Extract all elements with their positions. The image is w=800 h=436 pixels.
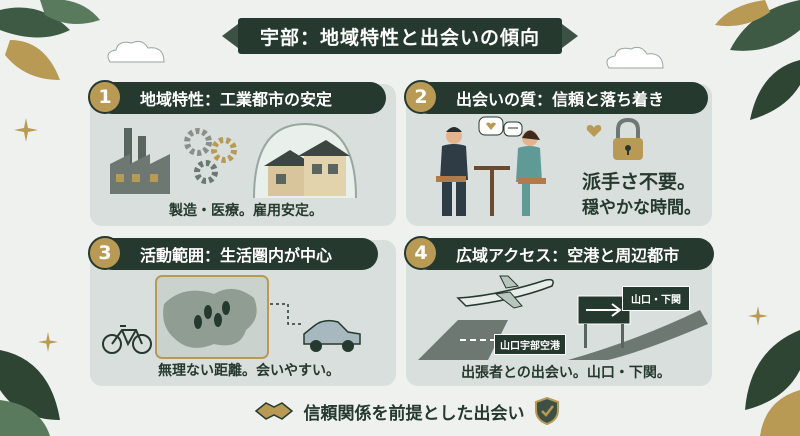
road-sign: 山口・下関 xyxy=(622,286,690,311)
card-1-caption: 製造・医療。雇用安定。 xyxy=(169,203,323,219)
heart-icon xyxy=(586,125,602,137)
car-icon xyxy=(270,303,361,352)
card-2-number: 2 xyxy=(404,80,438,114)
cloud-icon xyxy=(606,46,664,69)
card-1-title: 地域特性：工業都市の安定 xyxy=(140,90,333,109)
runway-icon xyxy=(418,310,708,360)
handshake-icon xyxy=(254,402,293,420)
card-2-header: 出会いの質：信頼と落ち着き xyxy=(412,82,708,114)
sparkle-icon xyxy=(748,306,768,326)
arrow-sign-icon xyxy=(577,295,631,348)
card-4-title: 広域アクセス：空港と周辺都市 xyxy=(456,246,680,265)
bicycle-icon xyxy=(102,325,152,354)
leaf-icon xyxy=(0,0,100,80)
card-4-header: 広域アクセス：空港と周辺都市 xyxy=(412,238,714,270)
page-title: 宇部：地域特性と出会いの傾向 xyxy=(238,18,562,54)
house-icon xyxy=(253,122,357,199)
card-2-text-line1: 派手さ不要。 xyxy=(582,171,697,193)
card-2-title: 出会いの質：信頼と落ち着き xyxy=(456,90,665,109)
airport-sign: 山口宇部空港 xyxy=(494,334,566,355)
leaf-icon xyxy=(745,330,800,436)
factory-icon xyxy=(110,128,170,194)
airplane-icon xyxy=(456,275,554,309)
chat-icon xyxy=(478,116,523,137)
leaf-icon xyxy=(0,350,60,436)
couple-icon xyxy=(436,127,546,216)
footer-text: 信頼関係を前提とした出会い xyxy=(303,403,525,424)
card-1-number: 1 xyxy=(88,80,122,114)
banner-tail-right xyxy=(562,24,578,48)
leaf-icon xyxy=(715,0,800,120)
card-1-header: 地域特性：工業都市の安定 xyxy=(96,82,386,114)
footprints-icon xyxy=(194,301,230,329)
card-2-text-line2: 穏やかな時間。 xyxy=(582,198,701,218)
cloud-icon xyxy=(107,40,165,63)
card-3-header: 活動範囲：生活圏内が中心 xyxy=(96,238,378,270)
card-4-number: 4 xyxy=(404,236,438,270)
gear-icon xyxy=(184,128,237,184)
map-icon xyxy=(155,275,269,359)
lock-icon xyxy=(613,118,643,160)
sparkle-icon xyxy=(38,332,58,352)
footer: 信頼関係を前提とした出会い xyxy=(206,396,606,426)
card-3-title: 活動範囲：生活圏内が中心 xyxy=(140,246,333,265)
card-3-caption: 無理ない距離。会いやすい。 xyxy=(158,363,340,379)
shield-check-icon xyxy=(534,397,559,425)
card-3-number: 3 xyxy=(88,236,122,270)
card-4-caption: 出張者との出会い。山口・下関。 xyxy=(461,365,671,381)
sparkle-icon xyxy=(14,118,38,142)
banner-tail-left xyxy=(222,24,238,48)
